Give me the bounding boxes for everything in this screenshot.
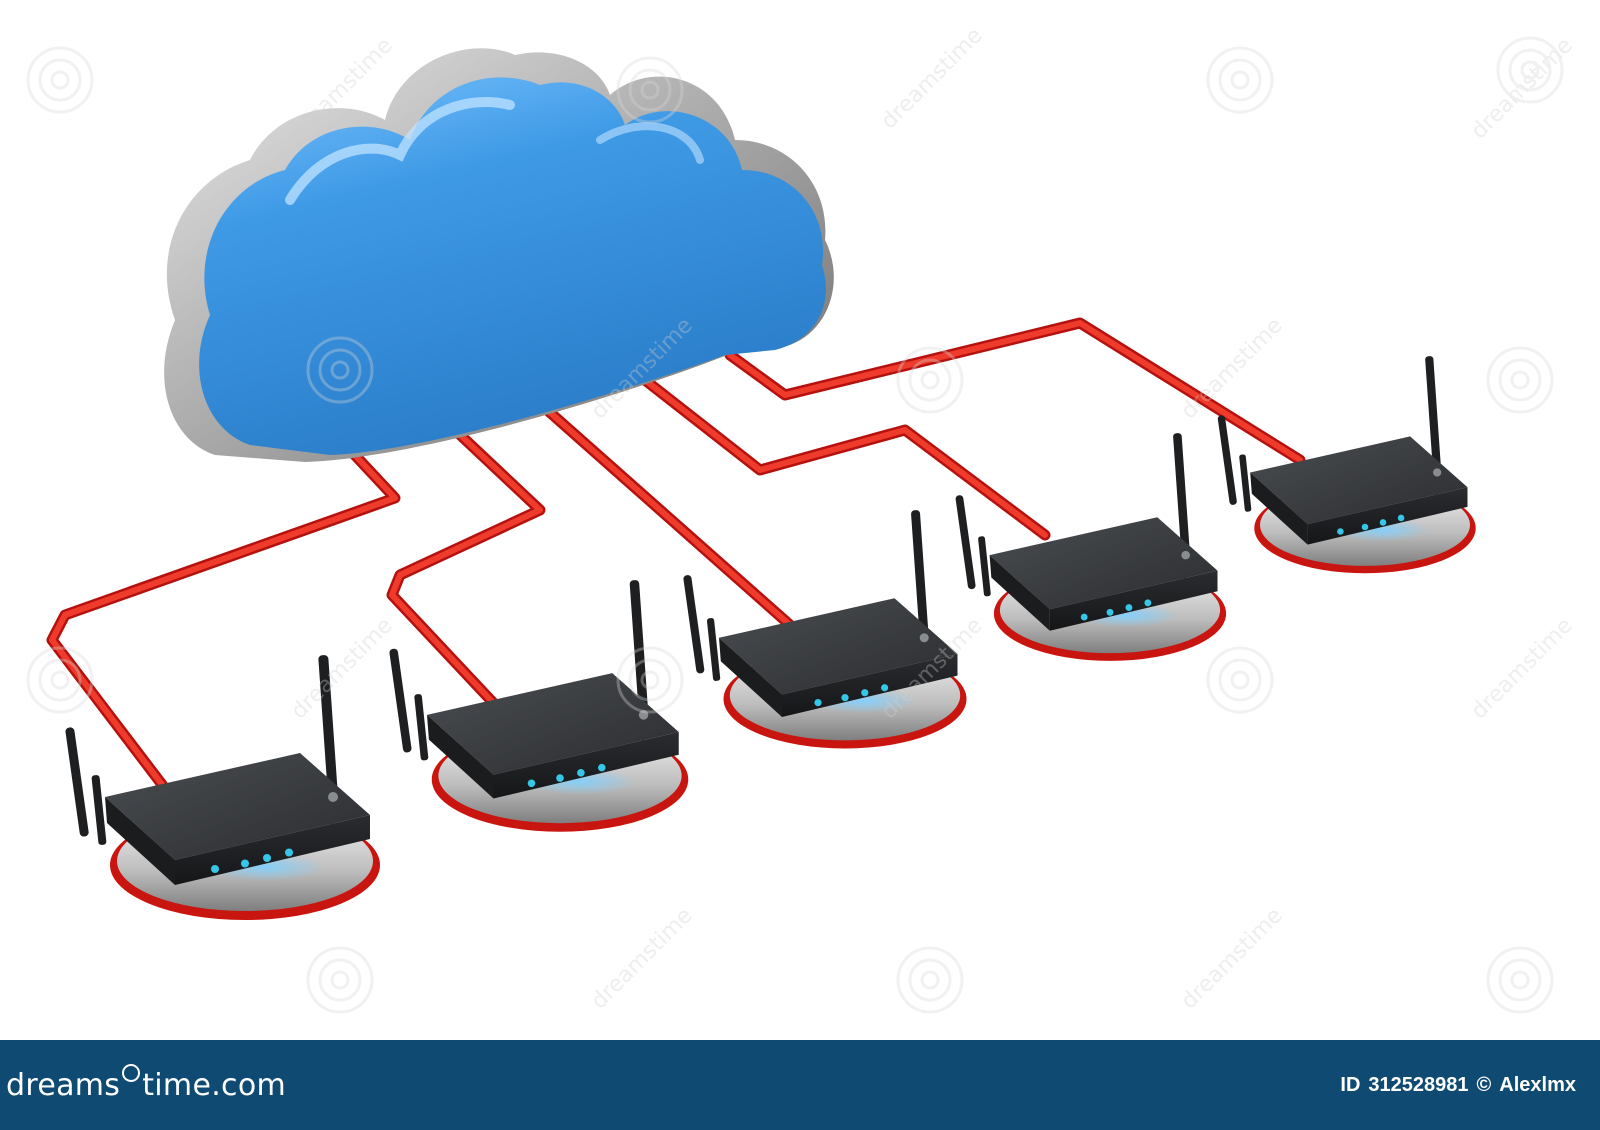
power-icon [814, 699, 821, 706]
watermark-spiral-icon [308, 948, 372, 1012]
power-icon [211, 865, 219, 873]
wifi-icon [1398, 515, 1405, 522]
brand-text-part2: time.com [142, 1068, 286, 1103]
author-name: Alexlmx [1499, 1074, 1576, 1097]
wifi-icon [285, 849, 293, 857]
watermark-spiral-icon [618, 648, 682, 712]
id-number: 312528981 [1368, 1074, 1468, 1097]
wps-button-icon [1181, 551, 1190, 560]
copyright-icon: © [1477, 1074, 1492, 1097]
watermark-spiral-icon [28, 48, 92, 112]
brand-logo: dreams time.com [6, 1060, 286, 1110]
brand-text-part1: dreams [6, 1068, 120, 1103]
globe-icon [556, 774, 564, 782]
globe-icon [241, 860, 249, 868]
antenna-right [911, 510, 928, 632]
antenna-left [955, 495, 976, 590]
antenna-right [1173, 433, 1190, 549]
wifi-icon [263, 854, 271, 862]
watermark-text: dreamstime [287, 613, 398, 724]
watermark-text: dreamstime [877, 23, 988, 134]
cloud-icon [164, 48, 834, 462]
stock-id-label: ID 312528981 © Alexlmx [1340, 1060, 1576, 1110]
watermark-text: dreamstime [587, 903, 698, 1014]
wps-button-icon [328, 792, 338, 802]
watermark-spiral-icon [1488, 348, 1552, 412]
antenna-left [65, 727, 89, 837]
antenna-left [683, 575, 705, 674]
power-icon [528, 780, 536, 788]
globe-icon [1362, 524, 1369, 531]
footer-bar: dreams time.com ID 312528981 © Alexlmx [0, 1040, 1600, 1130]
watermark-text: dreamstime [1467, 613, 1578, 724]
watermark-text: dreamstime [1177, 903, 1288, 1014]
watermark-text: dreamstime [1177, 313, 1288, 424]
globe-icon [1107, 609, 1114, 616]
illustration-stage: dreamstime dreamstime dreamstime dreamstime… [0, 0, 1600, 1040]
cloud-network-illustration: dreamstime dreamstime dreamstime dreamstime… [0, 0, 1600, 1040]
router-5 [1217, 356, 1475, 573]
watermark-text: dreamstime [1467, 33, 1578, 144]
watermark-spiral-icon [898, 948, 962, 1012]
wifi-icon [1144, 599, 1151, 606]
wifi-icon [1125, 604, 1132, 611]
watermark-spiral-icon [1208, 48, 1272, 112]
wps-button-icon [1433, 468, 1441, 476]
watermark-spiral-icon [1208, 648, 1272, 712]
wifi-icon [1380, 519, 1387, 526]
antenna-left [1217, 415, 1237, 505]
wifi-icon [577, 769, 585, 777]
wifi-icon [861, 689, 868, 696]
router-4 [955, 433, 1226, 661]
wps-button-icon [920, 633, 929, 642]
id-label: ID [1340, 1074, 1360, 1097]
power-icon [1081, 614, 1088, 621]
router-2 [389, 580, 688, 832]
globe-icon [841, 694, 848, 701]
wifi-icon [598, 764, 606, 772]
watermark-spiral-icon [1488, 948, 1552, 1012]
antenna-right [1425, 356, 1441, 467]
antenna-left [389, 648, 412, 753]
router-3 [683, 510, 967, 749]
wifi-icon [881, 684, 888, 691]
spiral-logo-icon [122, 1064, 140, 1082]
power-icon [1337, 528, 1344, 535]
